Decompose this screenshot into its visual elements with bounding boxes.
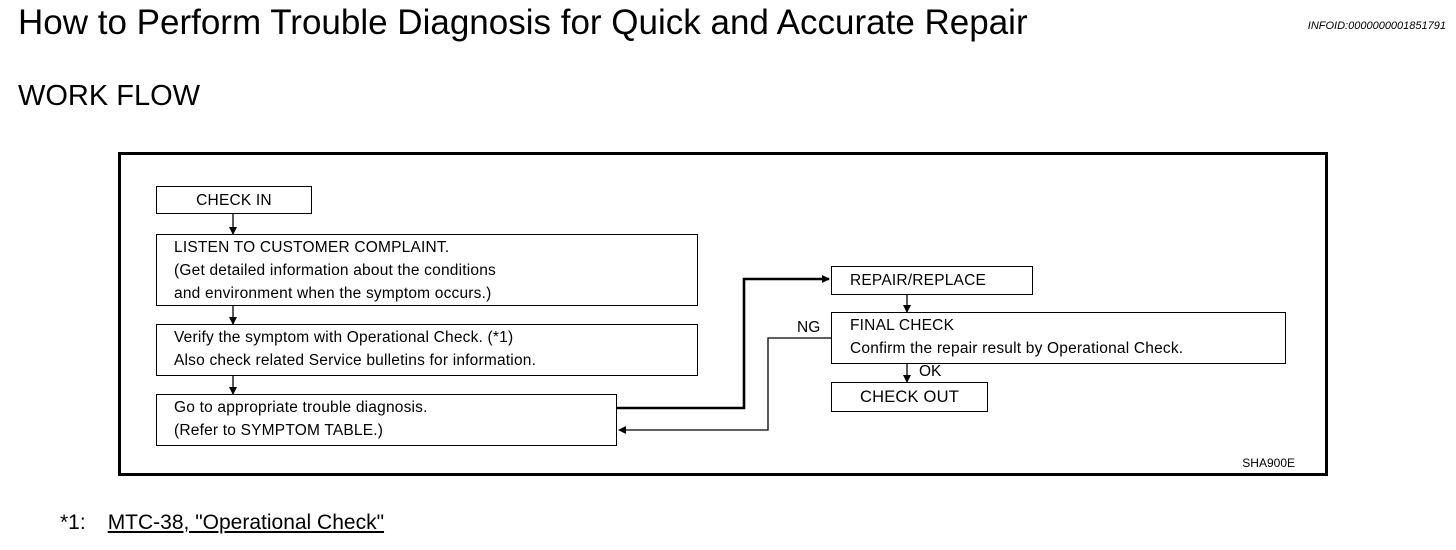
verify-line-1: Verify the symptom with Operational Chec… [174,329,514,346]
check-out-box: CHECK OUT [831,382,988,412]
check-out-label: CHECK OUT [860,388,959,406]
info-id: INFOID:0000000001851791 [1307,20,1446,32]
flow-connectors [229,212,911,434]
verify-line-2: Also check related Service bulletins for… [174,352,537,369]
section-title: WORK FLOW [18,80,201,112]
diagnosis-box: Go to appropriate trouble diagnosis. (Re… [156,394,617,446]
listen-line-1: LISTEN TO CUSTOMER COMPLAINT. [174,239,450,256]
repair-replace-box: REPAIR/REPLACE [831,266,1033,295]
diagnosis-line-2: (Refer to SYMPTOM TABLE.) [174,422,384,439]
workflow-diagram: CHECK IN LISTEN TO CUSTOMER COMPLAINT. (… [118,152,1328,476]
footnote-link[interactable]: MTC-38, "Operational Check" [107,511,385,534]
final-check-line-1: FINAL CHECK [850,317,955,334]
figure-id: SHA900E [1242,456,1295,470]
listen-line-2: (Get detailed information about the cond… [174,262,496,279]
footnote-marker: *1: [60,511,86,534]
verify-box: Verify the symptom with Operational Chec… [156,324,698,376]
ok-label: OK [919,363,942,380]
check-in-label: CHECK IN [196,192,272,209]
check-in-box: CHECK IN [156,186,312,214]
listen-line-3: and environment when the symptom occurs.… [174,285,492,302]
footnote: *1: MTC-38, "Operational Check" [60,511,384,535]
ng-label: NG [797,319,821,336]
arrow-ng-diagnosis [618,337,831,434]
final-check-box: FINAL CHECK Confirm the repair result by… [831,312,1286,364]
arrow-diagnosis-repair [615,275,830,410]
diagnosis-line-1: Go to appropriate trouble diagnosis. [174,399,428,416]
page-title: How to Perform Trouble Diagnosis for Qui… [18,3,1028,42]
repair-replace-label: REPAIR/REPLACE [850,272,987,289]
final-check-line-2: Confirm the repair result by Operational… [850,340,1184,357]
listen-box: LISTEN TO CUSTOMER COMPLAINT. (Get detai… [156,234,698,306]
